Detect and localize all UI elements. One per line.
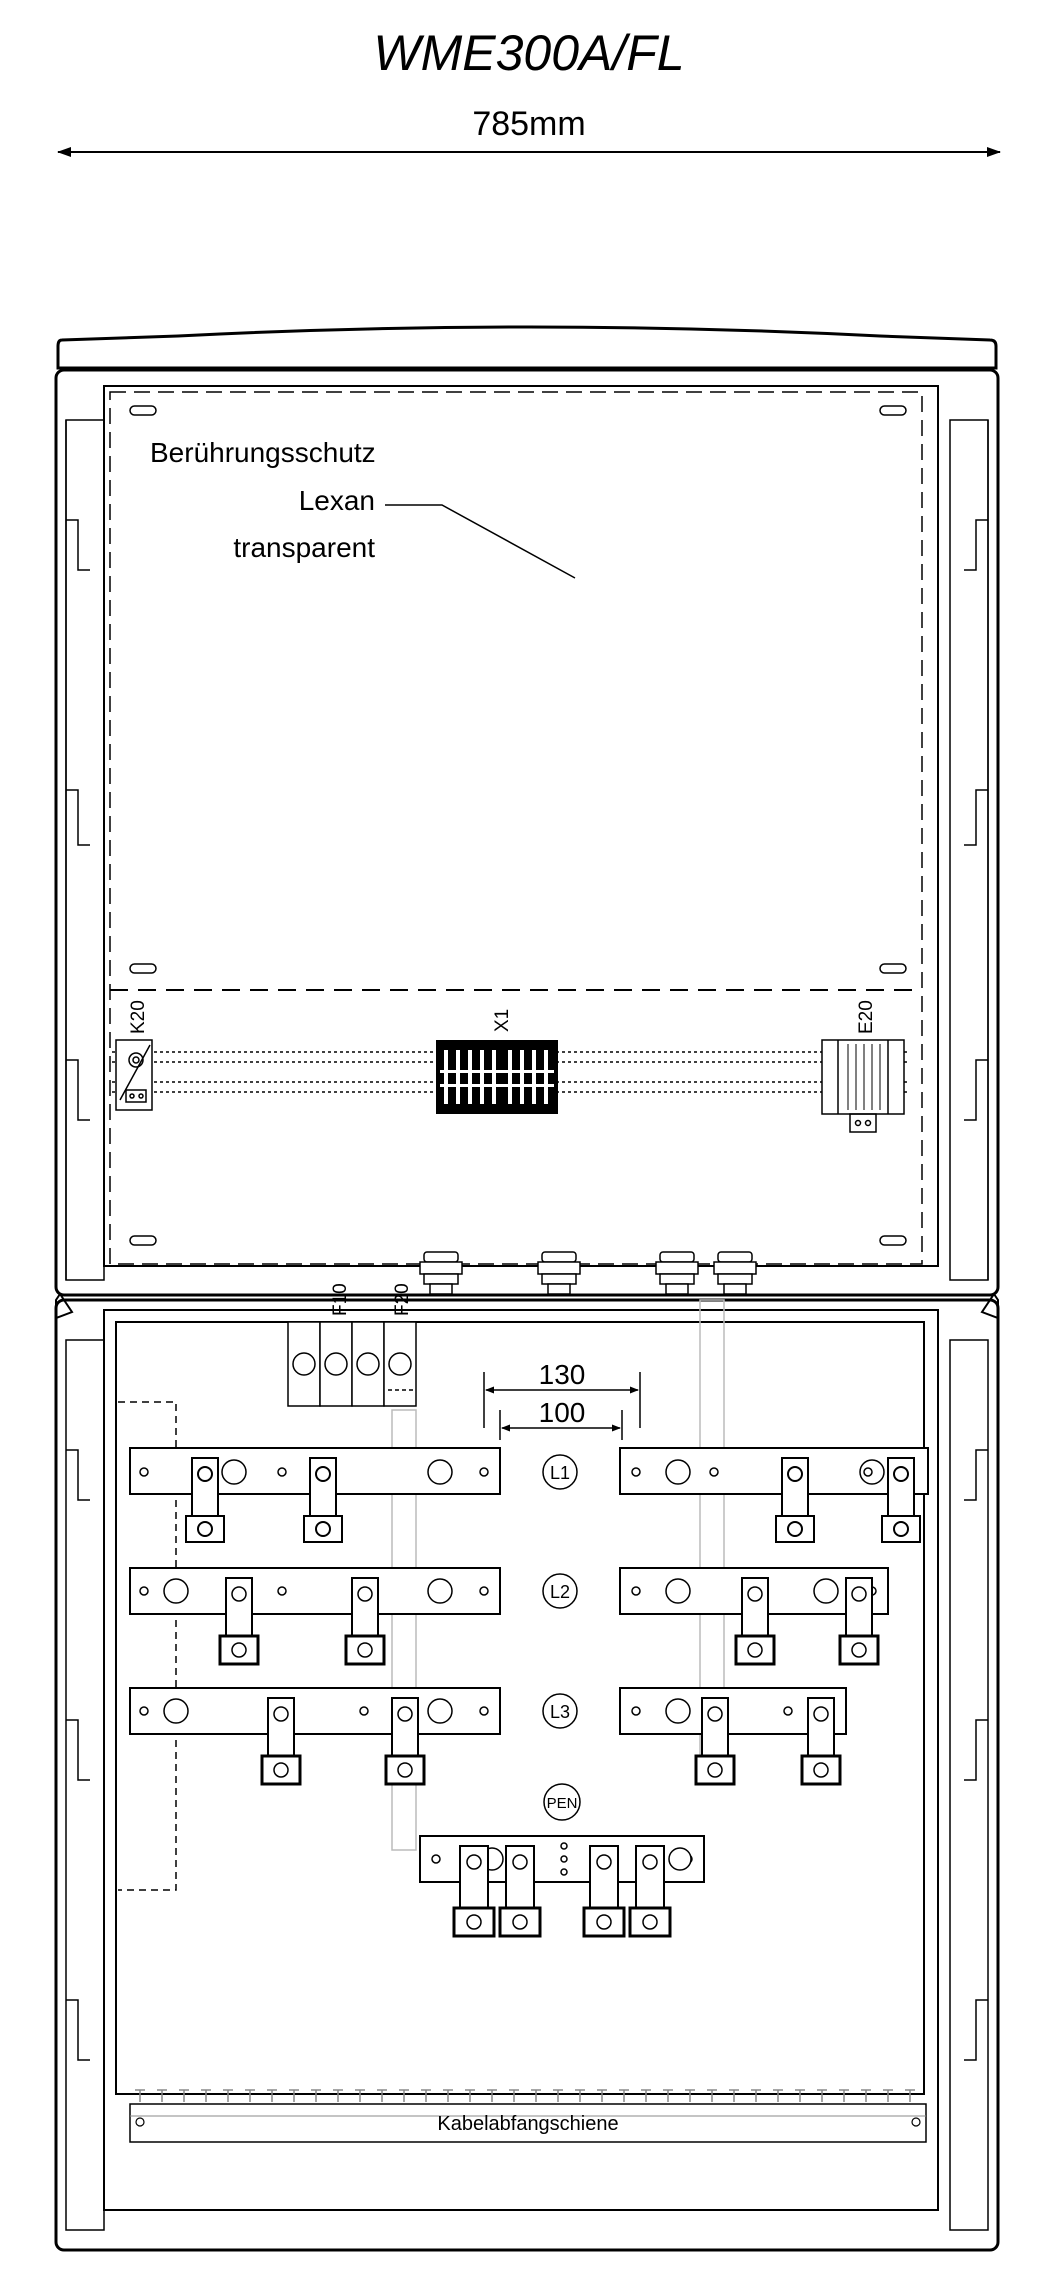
mounting-slots (129, 405, 907, 1246)
terminal-lug (775, 1457, 815, 1543)
clamp-tooth (751, 2089, 761, 2102)
terminal-lug (628, 1845, 672, 1938)
l1-label: L1 (550, 1463, 570, 1483)
clamp-tooth (641, 2089, 651, 2102)
clamp-tooth (311, 2089, 321, 2102)
dimension-130-label: 130 (539, 1359, 586, 1390)
l3-label: L3 (550, 1702, 570, 1722)
callout-line-2: Lexan (299, 485, 375, 516)
drawing-title: WME300A/FL (373, 25, 684, 81)
lower-side-rails (65, 1339, 989, 2231)
l1-label-circle (542, 1454, 578, 1490)
clamp-tooth (531, 2089, 541, 2102)
busbar-dimensions (483, 1372, 641, 1440)
terminal-lug (838, 1577, 880, 1666)
clamp-tooth (707, 2089, 717, 2102)
cable-gland (419, 1251, 463, 1295)
clamp-tooth (905, 2089, 915, 2102)
terminal-lug (734, 1577, 776, 1666)
f20-label: F20 (392, 1283, 413, 1316)
clamp-tooth (619, 2089, 629, 2102)
busbar-l3 (129, 1687, 847, 1786)
l2-label-circle (542, 1573, 578, 1609)
lower-mounting-plate (103, 1309, 939, 2211)
clamp-tooth (421, 2089, 431, 2102)
callout-line-1: Berührungsschutz (150, 437, 376, 468)
terminal-lug (881, 1457, 921, 1543)
pen-label: PEN (547, 1795, 578, 1812)
terminal-lug (452, 1845, 496, 1938)
l3-label-circle (542, 1693, 578, 1729)
l2-label: L2 (550, 1582, 570, 1602)
clamp-tooth (135, 2089, 145, 2102)
clamp-tooth (883, 2089, 893, 2102)
clamp-tooth (553, 2089, 563, 2102)
cable-glands (419, 1251, 757, 1295)
cable-gland (537, 1251, 581, 1295)
clamp-tooth (157, 2089, 167, 2102)
right-rail-clips (964, 519, 988, 1121)
clamp-tooth (597, 2089, 607, 2102)
clamp-tooth (817, 2089, 827, 2102)
clamp-tooth (179, 2089, 189, 2102)
clamp-tooth (289, 2089, 299, 2102)
clamp-tooth (509, 2089, 519, 2102)
terminal-lug (498, 1845, 542, 1938)
clamp-tooth (663, 2089, 673, 2102)
clamp-tooth (729, 2089, 739, 2102)
busbar-l2 (129, 1567, 889, 1666)
upper-side-rails (65, 419, 989, 1281)
k20-device (115, 1039, 153, 1111)
clamp-tooth (267, 2089, 277, 2102)
terminal-lug (303, 1457, 343, 1543)
clamp-tooth (575, 2089, 585, 2102)
cable-clamp-rail (129, 2089, 927, 2143)
terminal-lug (344, 1577, 386, 1666)
cable-gland (713, 1251, 757, 1295)
cable-rail-label: Kabelabfangschiene (437, 2113, 618, 2135)
terminal-lug (694, 1697, 736, 1786)
upper-mounting-plate (103, 385, 939, 1267)
cabinet-outline (54, 325, 1000, 2252)
clamp-tooth (861, 2089, 871, 2102)
clamp-tooth (839, 2089, 849, 2102)
busbar-pen (419, 1835, 705, 1938)
f10-label: F10 (330, 1283, 351, 1316)
terminal-lug (582, 1845, 626, 1938)
clamp-tooth (443, 2089, 453, 2102)
callout-line-3: transparent (233, 532, 375, 563)
clamp-tooth (795, 2089, 805, 2102)
dimension-100-label: 100 (539, 1397, 586, 1428)
clamp-tooth (377, 2089, 387, 2102)
clamp-tooth (245, 2089, 255, 2102)
e20-device (821, 1039, 905, 1133)
dashed-cable-duct (118, 1401, 177, 1891)
left-rail-clips (66, 519, 90, 1121)
width-dimension-label: 785mm (472, 105, 585, 143)
clamp-tooth (355, 2089, 365, 2102)
k20-label: K20 (128, 1000, 149, 1034)
pen-label-circle (543, 1783, 581, 1821)
terminal-lug (185, 1457, 225, 1543)
terminal-lug (800, 1697, 842, 1786)
busbar-l1 (129, 1447, 929, 1543)
clamp-tooth (333, 2089, 343, 2102)
x1-label: X1 (492, 1009, 513, 1032)
callout-leader (385, 504, 576, 579)
clamp-tooth (773, 2089, 783, 2102)
clamp-tooth (487, 2089, 497, 2102)
clamp-tooth (201, 2089, 211, 2102)
x1-terminal-block (436, 1040, 558, 1114)
clamp-tooth (399, 2089, 409, 2102)
terminal-lug (384, 1697, 426, 1786)
e20-label: E20 (856, 1000, 877, 1034)
terminal-lug (260, 1697, 302, 1786)
terminal-lug (218, 1577, 260, 1666)
fuse-block (287, 1321, 417, 1407)
clamp-tooth (223, 2089, 233, 2102)
cable-gland (655, 1251, 699, 1295)
clamp-tooth (465, 2089, 475, 2102)
clamp-tooth (685, 2089, 695, 2102)
